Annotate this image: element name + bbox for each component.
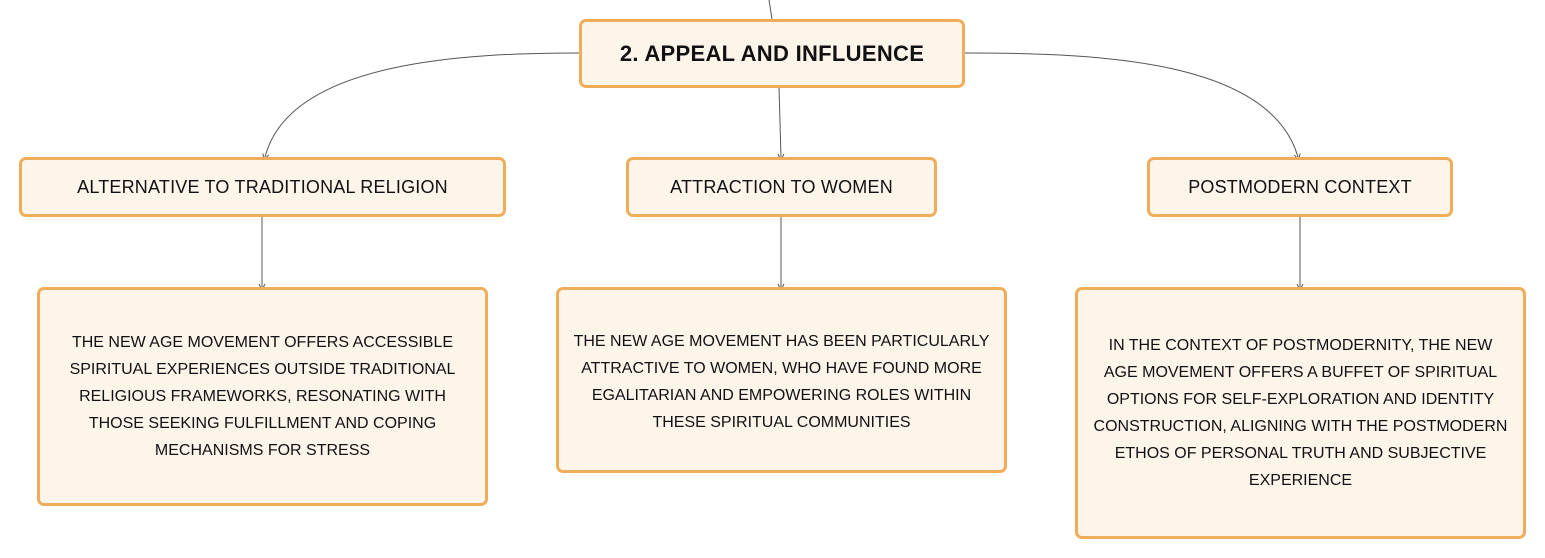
detail-text: IN THE CONTEXT OF POSTMODERNITY, THE NEW… [1093,337,1508,489]
detail-node-alternative-religion[interactable]: THE NEW AGE MOVEMENT OFFERS ACCESSIBLE S… [37,287,488,506]
branch-node-attraction-to-women[interactable]: ATTRACTION TO WOMEN [626,157,937,217]
connector-root-to-alternative [265,52,580,157]
detail-node-attraction-to-women[interactable]: THE NEW AGE MOVEMENT HAS BEEN PARTICULAR… [556,287,1007,473]
connector-root-to-postmodern [964,52,1298,157]
branch-node-label: ALTERNATIVE TO TRADITIONAL RELIGION [77,176,448,197]
branch-node-label: POSTMODERN CONTEXT [1188,176,1412,197]
detail-text: THE NEW AGE MOVEMENT OFFERS ACCESSIBLE S… [69,334,456,459]
root-node-label: 2. APPEAL AND INFLUENCE [619,40,925,66]
connector-root-to-women [779,87,781,157]
detail-text: THE NEW AGE MOVEMENT HAS BEEN PARTICULAR… [573,333,990,431]
branch-node-postmodern-context[interactable]: POSTMODERN CONTEXT [1147,157,1453,217]
branch-node-label: ATTRACTION TO WOMEN [670,176,893,197]
root-node[interactable]: 2. APPEAL AND INFLUENCE [579,19,965,88]
detail-node-postmodern-context[interactable]: IN THE CONTEXT OF POSTMODERNITY, THE NEW… [1075,287,1526,539]
branch-node-alternative-religion[interactable]: ALTERNATIVE TO TRADITIONAL RELIGION [19,157,506,217]
incoming-connector [768,0,773,20]
